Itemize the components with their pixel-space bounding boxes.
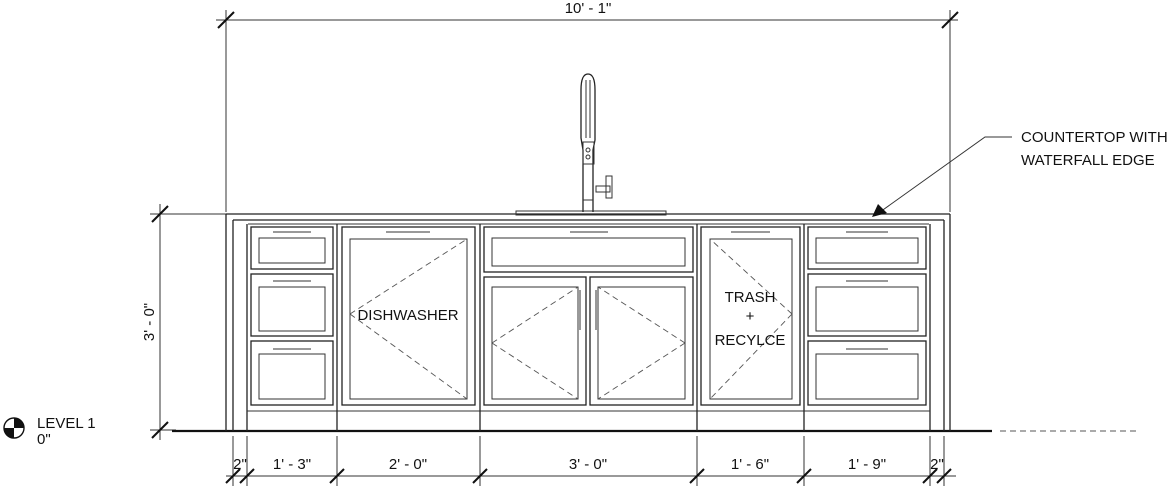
drawer-pull-icon [273,231,311,350]
trash-label-line2: + [746,308,755,325]
dim-dishwasher: 2' - 0" [389,456,427,473]
trash-recycle-cabinet: TRASH + RECYLCE [700,224,805,431]
left-drawer-column [250,224,338,431]
countertop-label-line1: COUNTERTOP WITH [1021,129,1168,146]
countertop-callout: COUNTERTOP WITH WATERFALL EDGE [872,129,1168,217]
dim-right-drawers: 1' - 9" [848,456,886,473]
countertop [225,213,951,431]
dim-sink-base: 3' - 0" [569,456,607,473]
dim-left-drawers: 1' - 3" [273,456,311,473]
height-dimension: 3' - 0" [141,204,226,440]
level-elevation: 0" [37,431,51,448]
trash-label-line3: RECYLCE [715,332,786,349]
dim-trash: 1' - 6" [731,456,769,473]
right-drawer-column [807,226,927,406]
dishwasher: DISHWASHER [341,224,481,431]
dim-right-filler: 2" [930,456,944,473]
door-handle-icon [579,290,597,330]
dim-left-filler: 2" [233,456,247,473]
level-datum-icon [3,417,25,439]
dishwasher-label: DISHWASHER [357,307,458,324]
trash-label-line1: TRASH [725,289,776,306]
level-name: LEVEL 1 [37,415,96,432]
bottom-dimension-string: 2" 1' - 3" 2' - 0" 3' - 0" 1' - 6" 1' - … [225,436,956,486]
level-datum: LEVEL 1 0" [3,415,96,448]
countertop-label-line2: WATERFALL EDGE [1021,152,1155,169]
sink-base [483,224,698,431]
height-label: 3' - 0" [141,303,158,341]
faucet-icon [515,73,667,216]
overall-width-label: 10' - 1" [565,0,612,17]
overall-width-dimension: 10' - 1" [216,0,959,212]
